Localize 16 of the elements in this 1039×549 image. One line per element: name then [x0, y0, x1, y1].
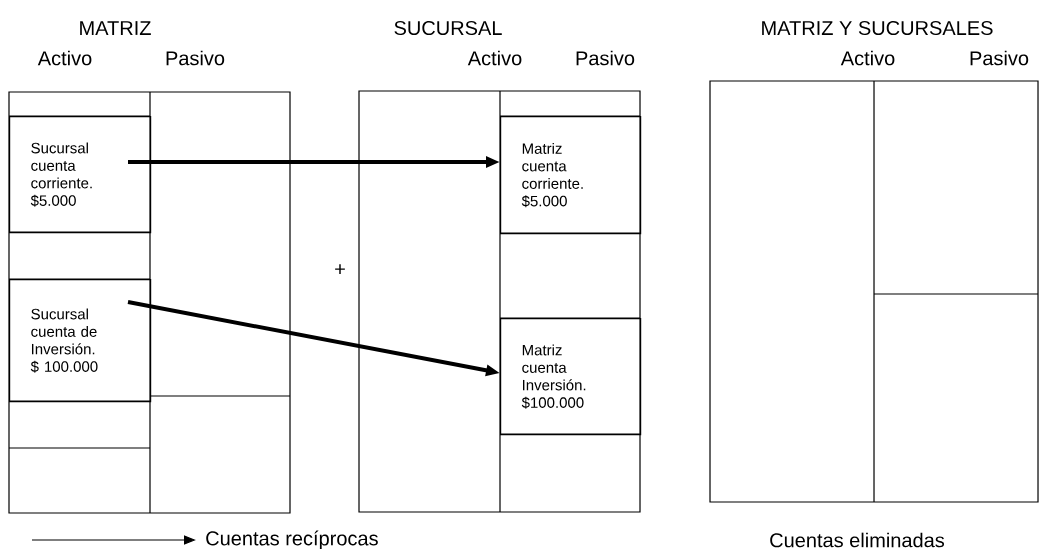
plus-sign: +: [335, 264, 345, 274]
column-heading: Pasivo: [970, 50, 1029, 66]
table-title: MATRIZ Y SUCURSALES: [762, 20, 993, 36]
account-cell: Sucursal cuenta de Inversión. $ 100.000: [9, 279, 152, 403]
table-title: MATRIZ: [80, 21, 151, 35]
column-heading: Pasivo: [166, 50, 225, 66]
column-heading: Activo: [467, 50, 522, 66]
column-heading: Pasivo: [576, 50, 635, 66]
caption: Cuentas eliminadas: [770, 532, 945, 548]
table-title: SUCURSAL: [394, 20, 502, 36]
account-cell: Sucursal cuenta corriente. $5.000: [9, 116, 152, 234]
column-heading: Activo: [840, 50, 895, 66]
account-cell: Matriz cuenta Inversión. $100.000: [500, 318, 642, 436]
legend-text: Cuentas recíprocas: [206, 530, 378, 549]
account-cell: Matriz cuenta corriente. $5.000: [500, 116, 642, 235]
column-heading: Activo: [37, 50, 92, 66]
